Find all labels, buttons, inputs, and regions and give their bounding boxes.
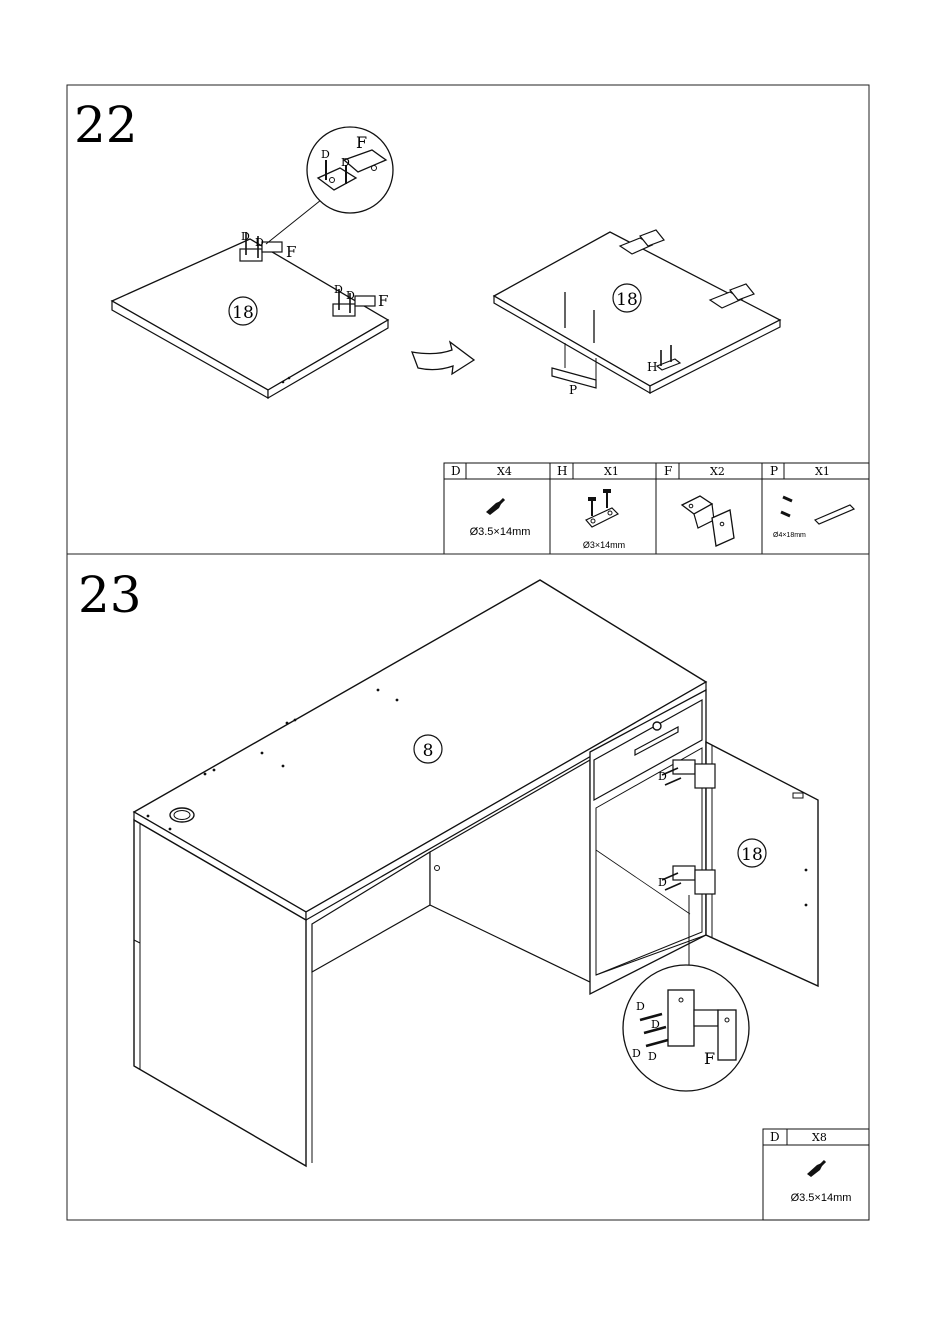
callout-d-4: D (648, 1050, 657, 1063)
callout-d-3: D (632, 1047, 641, 1060)
door-18-label: 18 (741, 845, 763, 865)
panel-18-right-label: 18 (616, 290, 638, 310)
hinge-callout: D D F (266, 127, 393, 244)
parts-table-22: D X4 H X1 F X2 P X1 Ø3.5×14mm (444, 463, 869, 554)
part-qty: X1 (604, 465, 619, 478)
parts-table-23: D X8 Ø3.5×14mm (763, 1129, 869, 1220)
callout-d-1: D (636, 1000, 645, 1013)
part-letter: D (451, 464, 461, 478)
part-qty: X8 (812, 1131, 827, 1144)
desk-top-label: 8 (423, 741, 434, 761)
part-spec: Ø3.5×14mm (791, 1192, 852, 1204)
step-22-frame: 22 18 D D F D D F (67, 85, 869, 554)
panel-18-left-label: 18 (232, 303, 254, 323)
part-letter: P (770, 464, 778, 478)
part-spec: Ø3×14mm (583, 540, 625, 550)
part-spec: Ø3.5×14mm (470, 526, 531, 538)
callout-label-f: F (356, 133, 367, 152)
label-p: P (569, 383, 577, 397)
part-qty: X2 (710, 465, 725, 478)
callout-d-2: D (651, 1018, 660, 1031)
callout-f: F (704, 1049, 715, 1068)
label-d-23b: D (658, 876, 667, 889)
part-qty: X1 (815, 465, 830, 478)
panel-18-left: 18 (112, 239, 388, 398)
label-d-3: D (334, 283, 343, 296)
step-23-frame: 23 (67, 554, 869, 1220)
step-22-number: 22 (74, 96, 138, 154)
callout-label-d2: D (341, 156, 350, 169)
desk: 8 (134, 580, 706, 1166)
label-d-4: D (346, 289, 355, 302)
arrow-icon (412, 342, 474, 374)
step-23-number: 23 (78, 566, 142, 624)
part-letter: F (664, 464, 672, 478)
label-h: H (647, 360, 657, 374)
part-letter: D (770, 1130, 780, 1144)
part-qty: X4 (497, 465, 512, 478)
label-d-1: D (241, 230, 250, 243)
label-d-2: D (255, 236, 264, 249)
part-spec: Ø4×18mm (773, 532, 806, 539)
part-letter: H (557, 464, 567, 478)
label-f-1: F (286, 243, 296, 261)
callout-label-d: D (321, 148, 330, 161)
label-f-2: F (378, 292, 388, 310)
label-d-23a: D (658, 770, 667, 783)
door-18: 18 (706, 742, 818, 986)
panel-18-right: 18 (494, 232, 780, 393)
